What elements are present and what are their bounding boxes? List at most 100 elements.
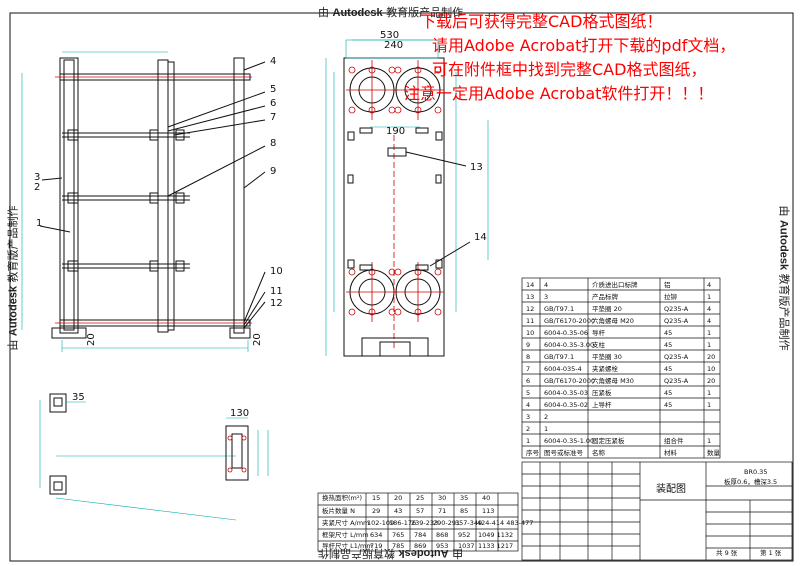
bom-row-3-no: 3 bbox=[526, 413, 530, 421]
bom-row-12-no: 12 bbox=[526, 305, 534, 313]
param-r1-c3: 239-233 bbox=[411, 519, 438, 527]
watermark-brand-bottom: Autodesk bbox=[398, 547, 449, 559]
callout-9: 9 bbox=[270, 166, 276, 177]
bom-row-9-material: 45 bbox=[664, 341, 672, 349]
port-detail bbox=[39, 393, 269, 521]
param-header-3: 25 bbox=[416, 494, 424, 502]
watermark-prefix: 由 bbox=[318, 6, 329, 19]
callout-13: 13 bbox=[470, 162, 483, 173]
param-r1-c0: 夹紧尺寸 A/mm bbox=[322, 518, 369, 527]
bom-row-12-code: GB/T97.1 bbox=[544, 305, 574, 313]
watermark-suffix: 教育版产品制作 bbox=[386, 6, 464, 19]
bom-header-qty: 数量 bbox=[707, 448, 721, 457]
param-r2-c2: 765 bbox=[392, 531, 404, 539]
param-header-6: 40 bbox=[482, 494, 490, 502]
callout-8: 8 bbox=[270, 138, 276, 149]
callout-5: 5 bbox=[270, 84, 276, 95]
param-r3-c6: 1133 1217 bbox=[478, 542, 513, 550]
bom-row-12-material: Q235-A bbox=[664, 305, 689, 313]
param-r0-c4: 71 bbox=[438, 507, 446, 515]
watermark-prefix-bottom: 由 bbox=[452, 547, 464, 560]
param-r3-c4: 953 bbox=[436, 542, 448, 550]
bom-row-1-no: 1 bbox=[526, 437, 530, 445]
bom-row-8-name: 平垫圈 30 bbox=[592, 352, 622, 361]
watermark-brand-right: Autodesk bbox=[777, 219, 790, 271]
callout-3: 3 bbox=[34, 172, 40, 183]
bom-row-10-qty: 1 bbox=[707, 329, 711, 337]
side-view bbox=[21, 51, 266, 352]
bom-header-no: 序号 bbox=[526, 448, 540, 457]
dim-bottom-left: 20 bbox=[86, 333, 97, 346]
front-view-labels: 530 240 190 13 14 bbox=[380, 30, 487, 243]
bom-row-8-qty: 20 bbox=[707, 353, 715, 361]
param-r3-c3: 869 bbox=[414, 542, 426, 550]
bom-row-14-name: 介质进出口标牌 bbox=[592, 280, 638, 289]
bom-row-7-code: 6004-035-4 bbox=[544, 365, 582, 373]
bom-row-13-code: 3 bbox=[544, 293, 548, 301]
param-header-0: 换热面积(m²) bbox=[322, 493, 362, 502]
bom-row-5-material: 45 bbox=[664, 389, 672, 397]
callout-2: 2 bbox=[34, 182, 40, 193]
bom-row-4-name: 上导杆 bbox=[592, 400, 612, 409]
bom-row-4-no: 4 bbox=[526, 401, 530, 409]
bom-header-name: 名称 bbox=[592, 448, 606, 457]
param-r3-c2: 785 bbox=[392, 542, 404, 550]
bom-row-13-name: 产品标牌 bbox=[592, 292, 619, 301]
drawing-name: 装配图 bbox=[656, 482, 686, 495]
notice-line-3: 可在附件框中找到完整CAD格式图纸， bbox=[432, 60, 707, 79]
side-view-callouts: 4 5 6 7 8 9 10 11 12 3 2 1 20 20 bbox=[34, 56, 283, 346]
bom-row-7-name: 夹紧螺栓 bbox=[592, 364, 619, 373]
bom-row-12-qty: 4 bbox=[707, 305, 711, 313]
plate-spec: 板厚0.6，槽深3.5 bbox=[724, 477, 777, 486]
callout-14: 14 bbox=[474, 232, 487, 243]
param-r0-c3: 57 bbox=[416, 507, 424, 515]
watermark-suffix-right: 教育版产品制作 bbox=[777, 273, 791, 351]
dim-bottom-right: 20 bbox=[252, 333, 263, 346]
bom-row-7-qty: 10 bbox=[707, 365, 715, 373]
bom-row-6-name: 六角螺母 M30 bbox=[592, 376, 634, 385]
callout-12: 12 bbox=[270, 298, 283, 309]
param-r2-c4: 868 bbox=[436, 531, 448, 539]
dim-240: 240 bbox=[384, 40, 403, 51]
bom-row-14-code: 4 bbox=[544, 281, 548, 289]
param-r3-c0: 导杆尺寸 L1/mm bbox=[322, 541, 373, 550]
bom-row-9-name: 支柱 bbox=[592, 340, 606, 349]
dim-35: 35 bbox=[72, 392, 85, 403]
param-r1-c2: 186-176 bbox=[389, 519, 416, 527]
bom-row-7-no: 7 bbox=[526, 365, 530, 373]
bom-row-4-qty: 1 bbox=[707, 401, 711, 409]
bom-row-11-code: GB/T6170-2000 bbox=[544, 317, 595, 325]
param-r2-c5: 952 bbox=[458, 531, 470, 539]
callout-10: 10 bbox=[270, 266, 283, 277]
bom-row-6-no: 6 bbox=[526, 377, 530, 385]
bom-row-6-qty: 20 bbox=[707, 377, 715, 385]
param-r2-c1: 634 bbox=[370, 531, 382, 539]
bom-row-10-no: 10 bbox=[526, 329, 534, 337]
bom-row-14-no: 14 bbox=[526, 281, 534, 289]
param-r1-c5: 357-349 bbox=[455, 519, 482, 527]
sheet-count: 共 9 张 bbox=[716, 548, 738, 557]
bom-table bbox=[521, 277, 721, 459]
bom-row-11-qty: 4 bbox=[707, 317, 711, 325]
param-r1-c6: 424-414 483-477 bbox=[477, 519, 533, 527]
watermark-top: 由 Autodesk 教育版产品制作 bbox=[318, 4, 463, 20]
bom-row-2-code: 1 bbox=[544, 425, 548, 433]
sheet-number: 第 1 张 bbox=[760, 548, 782, 557]
parameter-table-text: 换热面积(m²) 15 20 25 30 35 40 板片数量 N 29 43 … bbox=[322, 493, 533, 550]
watermark-suffix-bottom: 教育版产品制作 bbox=[318, 547, 395, 560]
bom-row-10-code: 6004-0.35-06 bbox=[544, 329, 588, 337]
callout-4: 4 bbox=[270, 56, 276, 67]
bom-row-11-material: Q235-A bbox=[664, 317, 689, 325]
watermark-bottom: 由 Autodesk 教育版产品制作 bbox=[318, 546, 463, 562]
bom-row-1-name: 固定压紧板 bbox=[592, 436, 625, 445]
callout-7: 7 bbox=[270, 112, 276, 123]
parameter-table bbox=[317, 492, 519, 552]
param-r0-c2: 43 bbox=[394, 507, 402, 515]
callout-1: 1 bbox=[36, 218, 42, 229]
bom-row-12-name: 平垫圈 20 bbox=[592, 304, 622, 313]
bom-row-5-name: 压紧板 bbox=[592, 388, 612, 397]
param-r2-c3: 784 bbox=[414, 531, 426, 539]
param-r1-c4: 290-291 bbox=[433, 519, 460, 527]
bom-row-2-no: 2 bbox=[526, 425, 530, 433]
